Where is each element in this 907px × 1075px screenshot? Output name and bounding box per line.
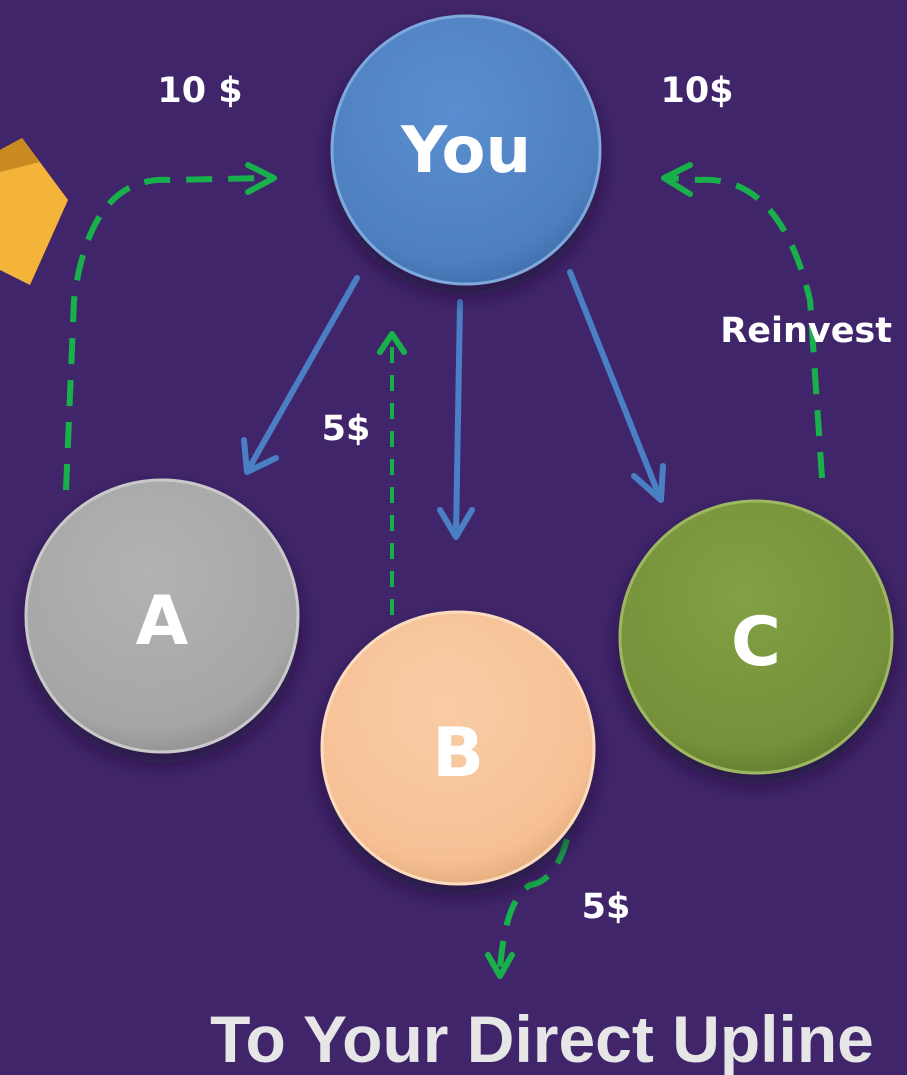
label-reinvest: Reinvest [720, 311, 892, 351]
dashed-arrow-c-to-you [661, 162, 825, 479]
label-b-to-you: 5$ [322, 409, 371, 449]
dashed-arrow-b-to-you [377, 331, 407, 615]
arrow-you-to-b [437, 299, 475, 540]
footer-title: To Your Direct Upline [210, 1002, 874, 1075]
dashed-arrow-b-to-upline [485, 797, 578, 979]
arrow-you-to-c [567, 269, 666, 503]
yellow-cube-icon [0, 138, 68, 285]
node-you-label: You [400, 114, 531, 188]
node-c: C [618, 499, 894, 775]
node-b-label: B [432, 714, 484, 793]
label-a-to-you: 10 $ [157, 71, 242, 111]
node-b: B [320, 610, 596, 886]
node-a-label: A [136, 582, 189, 661]
node-c-label: C [731, 603, 781, 682]
node-a: A [24, 478, 300, 754]
label-c-to-you: 10$ [660, 71, 733, 111]
node-you: You [330, 14, 602, 286]
dashed-arrow-a-to-you [63, 162, 277, 491]
label-b-to-upline: 5$ [582, 887, 631, 927]
arrow-you-to-a [241, 275, 360, 475]
